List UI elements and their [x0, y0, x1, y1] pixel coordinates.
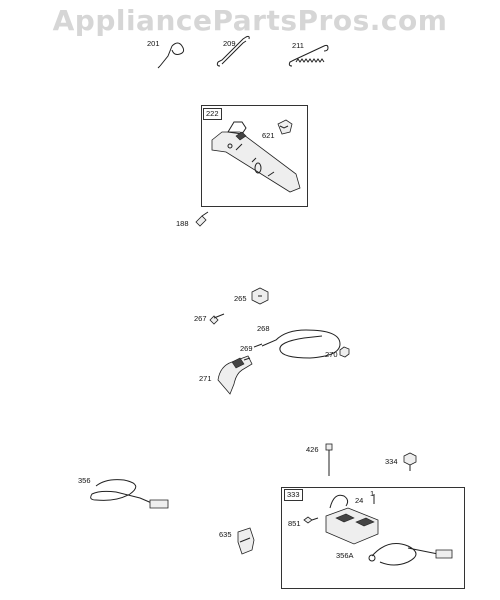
label-24: 24: [355, 496, 364, 505]
part-267-drawing: [209, 313, 225, 325]
part-356-drawing: [90, 479, 169, 509]
part-270-drawing: [339, 346, 350, 358]
label-851: 851: [288, 519, 301, 528]
label-1: 1: [370, 489, 375, 498]
label-269: 269: [240, 344, 253, 353]
part-356A-drawing: [368, 543, 453, 566]
assembly-frame-333: [281, 487, 465, 589]
part-334-drawing: [403, 452, 417, 471]
part-333-drawing: [325, 494, 379, 545]
label-267: 267: [194, 314, 207, 323]
label-211: 211: [292, 41, 304, 50]
label-201: 201: [147, 39, 160, 48]
label-265: 265: [234, 294, 247, 303]
assembly-frame-222: [201, 105, 308, 207]
label-356: 356: [78, 476, 91, 485]
part-211-drawing: [288, 44, 329, 67]
part-621-drawing: [277, 119, 293, 135]
label-334: 334: [385, 457, 398, 466]
label-209: 209: [223, 39, 236, 48]
part-271-drawing: [217, 355, 253, 395]
label-333: 333: [284, 489, 303, 501]
watermark-logo: AppliancePartsPros.com: [52, 4, 448, 37]
part-201-drawing: [157, 42, 185, 69]
label-635: 635: [219, 530, 232, 539]
part-188-drawing: [195, 211, 209, 227]
label-621: 621: [262, 131, 275, 140]
part-222-drawing: [211, 121, 301, 193]
part-426-drawing: [325, 443, 333, 476]
label-268: 268: [257, 324, 270, 333]
part-851-drawing: [303, 516, 319, 524]
part-265-drawing: [251, 287, 269, 305]
part-635-drawing: [237, 527, 255, 555]
label-270: 270: [325, 350, 338, 359]
label-188: 188: [176, 219, 189, 228]
label-426: 426: [306, 445, 319, 454]
label-222: 222: [203, 108, 222, 120]
label-356A: 356A: [336, 551, 354, 560]
label-271: 271: [199, 374, 212, 383]
part-209-drawing: [216, 35, 250, 67]
part-268-drawing: [253, 329, 341, 359]
